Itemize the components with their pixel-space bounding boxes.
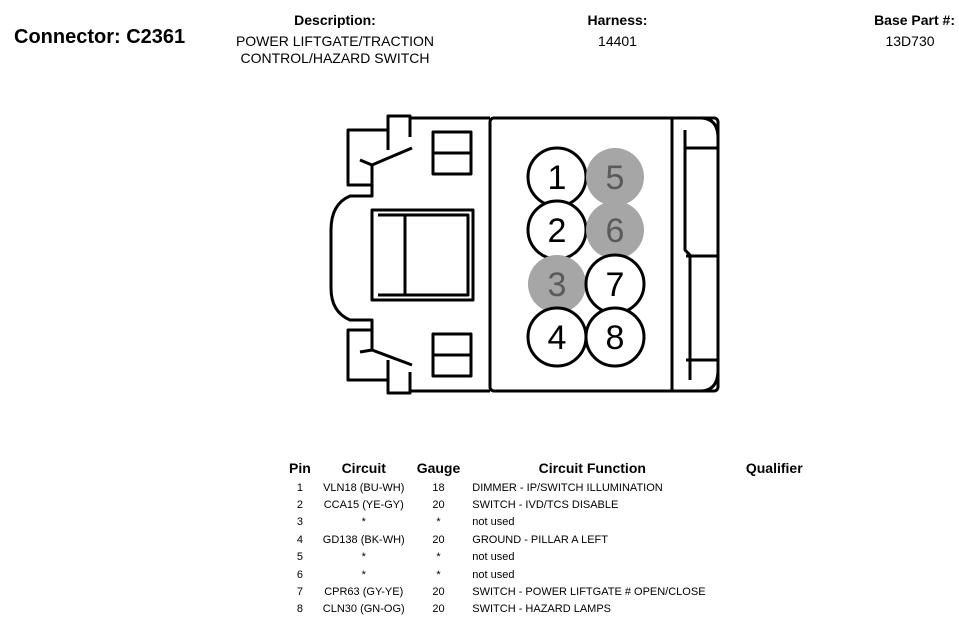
table-row: 5 * * not used bbox=[283, 549, 830, 566]
function-cell: not used bbox=[472, 516, 515, 529]
pin-number-label: 6 bbox=[606, 212, 625, 250]
pin-cell: 4 bbox=[296, 533, 303, 546]
table-row: 1 VLN18 (BU-WH) 18 DIMMER - IP/SWITCH IL… bbox=[283, 479, 830, 496]
pin-cell: 3 bbox=[296, 516, 303, 529]
circuit-cell: CPR63 (GY-YE) bbox=[324, 586, 404, 599]
pin-cavity-group: 1 2 3 4 5 6 7 8 bbox=[526, 146, 646, 368]
circuit-cell: CLN30 (GN-OG) bbox=[322, 603, 405, 616]
base-part-value: 13D730 bbox=[885, 33, 935, 49]
pin-number-label: 7 bbox=[606, 266, 625, 304]
harness-label: Harness: bbox=[587, 12, 648, 28]
gauge-cell: 20 bbox=[432, 586, 445, 599]
circuit-cell: VLN18 (BU-WH) bbox=[323, 481, 405, 494]
pin-number-label: 5 bbox=[606, 159, 625, 197]
header-qualifier: Qualifier bbox=[745, 460, 803, 476]
gauge-cell: 20 bbox=[432, 499, 445, 512]
table-header-row: Pin Circuit Gauge Circuit Function Quali… bbox=[283, 459, 830, 479]
header-circuit: Circuit bbox=[341, 460, 386, 476]
connector-housing bbox=[329, 114, 720, 395]
connector-title: Connector: C2361 bbox=[14, 26, 186, 48]
table-row: 3 * * not used bbox=[283, 514, 830, 531]
header-gauge: Gauge bbox=[416, 460, 461, 476]
gauge-cell: * bbox=[436, 551, 441, 564]
qualifier-cell bbox=[718, 479, 830, 496]
table-row: 2 CCA15 (YE-GY) 20 SWITCH - IVD/TCS DISA… bbox=[283, 496, 830, 513]
harness-value: 14401 bbox=[598, 33, 637, 49]
description-line-1: POWER LIFTGATE/TRACTION bbox=[235, 33, 435, 49]
circuit-cell: GD138 (BK-WH) bbox=[322, 533, 405, 546]
pin-cell: 6 bbox=[296, 568, 303, 581]
qualifier-cell bbox=[718, 566, 830, 583]
gauge-cell: * bbox=[436, 568, 441, 581]
pin-cell: 7 bbox=[296, 586, 303, 599]
pin-number-label: 1 bbox=[548, 159, 567, 197]
function-cell: SWITCH - HAZARD LAMPS bbox=[472, 603, 611, 616]
qualifier-cell bbox=[718, 514, 830, 531]
pin-cavity-3 bbox=[528, 255, 586, 313]
pin-number-label: 4 bbox=[548, 319, 567, 357]
description-block: Description: POWER LIFTGATE/TRACTION CON… bbox=[220, 12, 450, 67]
gauge-cell: 20 bbox=[432, 603, 445, 616]
qualifier-cell bbox=[718, 496, 830, 513]
pin-cell: 1 bbox=[296, 481, 303, 494]
circuit-cell: * bbox=[361, 516, 366, 529]
function-cell: GROUND - PILLAR A LEFT bbox=[472, 533, 608, 546]
function-cell: SWITCH - POWER LIFTGATE # OPEN/CLOSE bbox=[472, 586, 706, 599]
header-circuit-function: Circuit Function bbox=[538, 460, 646, 476]
table-row: 8 CLN30 (GN-OG) 20 SWITCH - HAZARD LAMPS bbox=[283, 601, 830, 618]
pin-number-label: 3 bbox=[548, 266, 567, 304]
pin-cell: 8 bbox=[296, 603, 303, 616]
pin-number-label: 8 bbox=[606, 319, 625, 357]
table-row: 4 GD138 (BK-WH) 20 GROUND - PILLAR A LEF… bbox=[283, 531, 830, 548]
circuit-cell: * bbox=[361, 551, 366, 564]
qualifier-cell bbox=[718, 531, 830, 548]
function-cell: not used bbox=[472, 551, 515, 564]
header-pin: Pin bbox=[289, 460, 311, 476]
description-label: Description: bbox=[294, 12, 376, 28]
pin-cell: 5 bbox=[296, 551, 303, 564]
pinout-table: Pin Circuit Gauge Circuit Function Quali… bbox=[283, 459, 830, 618]
pin-number-label: 2 bbox=[548, 212, 567, 250]
qualifier-cell bbox=[718, 549, 830, 566]
pin-cavity-6 bbox=[586, 201, 644, 259]
table-row: 7 CPR63 (GY-YE) 20 SWITCH - POWER LIFTGA… bbox=[283, 583, 830, 600]
function-cell: not used bbox=[472, 568, 515, 581]
circuit-cell: CCA15 (YE-GY) bbox=[323, 499, 404, 512]
pin-cell: 2 bbox=[296, 499, 303, 512]
function-cell: SWITCH - IVD/TCS DISABLE bbox=[472, 499, 619, 512]
circuit-cell: * bbox=[361, 568, 366, 581]
description-line-2: CONTROL/HAZARD SWITCH bbox=[240, 50, 430, 66]
qualifier-cell bbox=[718, 601, 830, 618]
table-row: 6 * * not used bbox=[283, 566, 830, 583]
gauge-cell: * bbox=[436, 516, 441, 529]
qualifier-cell bbox=[718, 583, 830, 600]
pin-cavity-8 bbox=[584, 306, 646, 368]
pin-cavity-5 bbox=[586, 148, 644, 206]
base-part-block: Base Part #: 13D730 bbox=[845, 12, 955, 50]
harness-block: Harness: 14401 bbox=[560, 12, 675, 50]
function-cell: DIMMER - IP/SWITCH ILLUMINATION bbox=[472, 481, 663, 494]
gauge-cell: 18 bbox=[432, 481, 445, 494]
gauge-cell: 20 bbox=[432, 533, 445, 546]
base-part-label: Base Part #: bbox=[874, 12, 955, 28]
